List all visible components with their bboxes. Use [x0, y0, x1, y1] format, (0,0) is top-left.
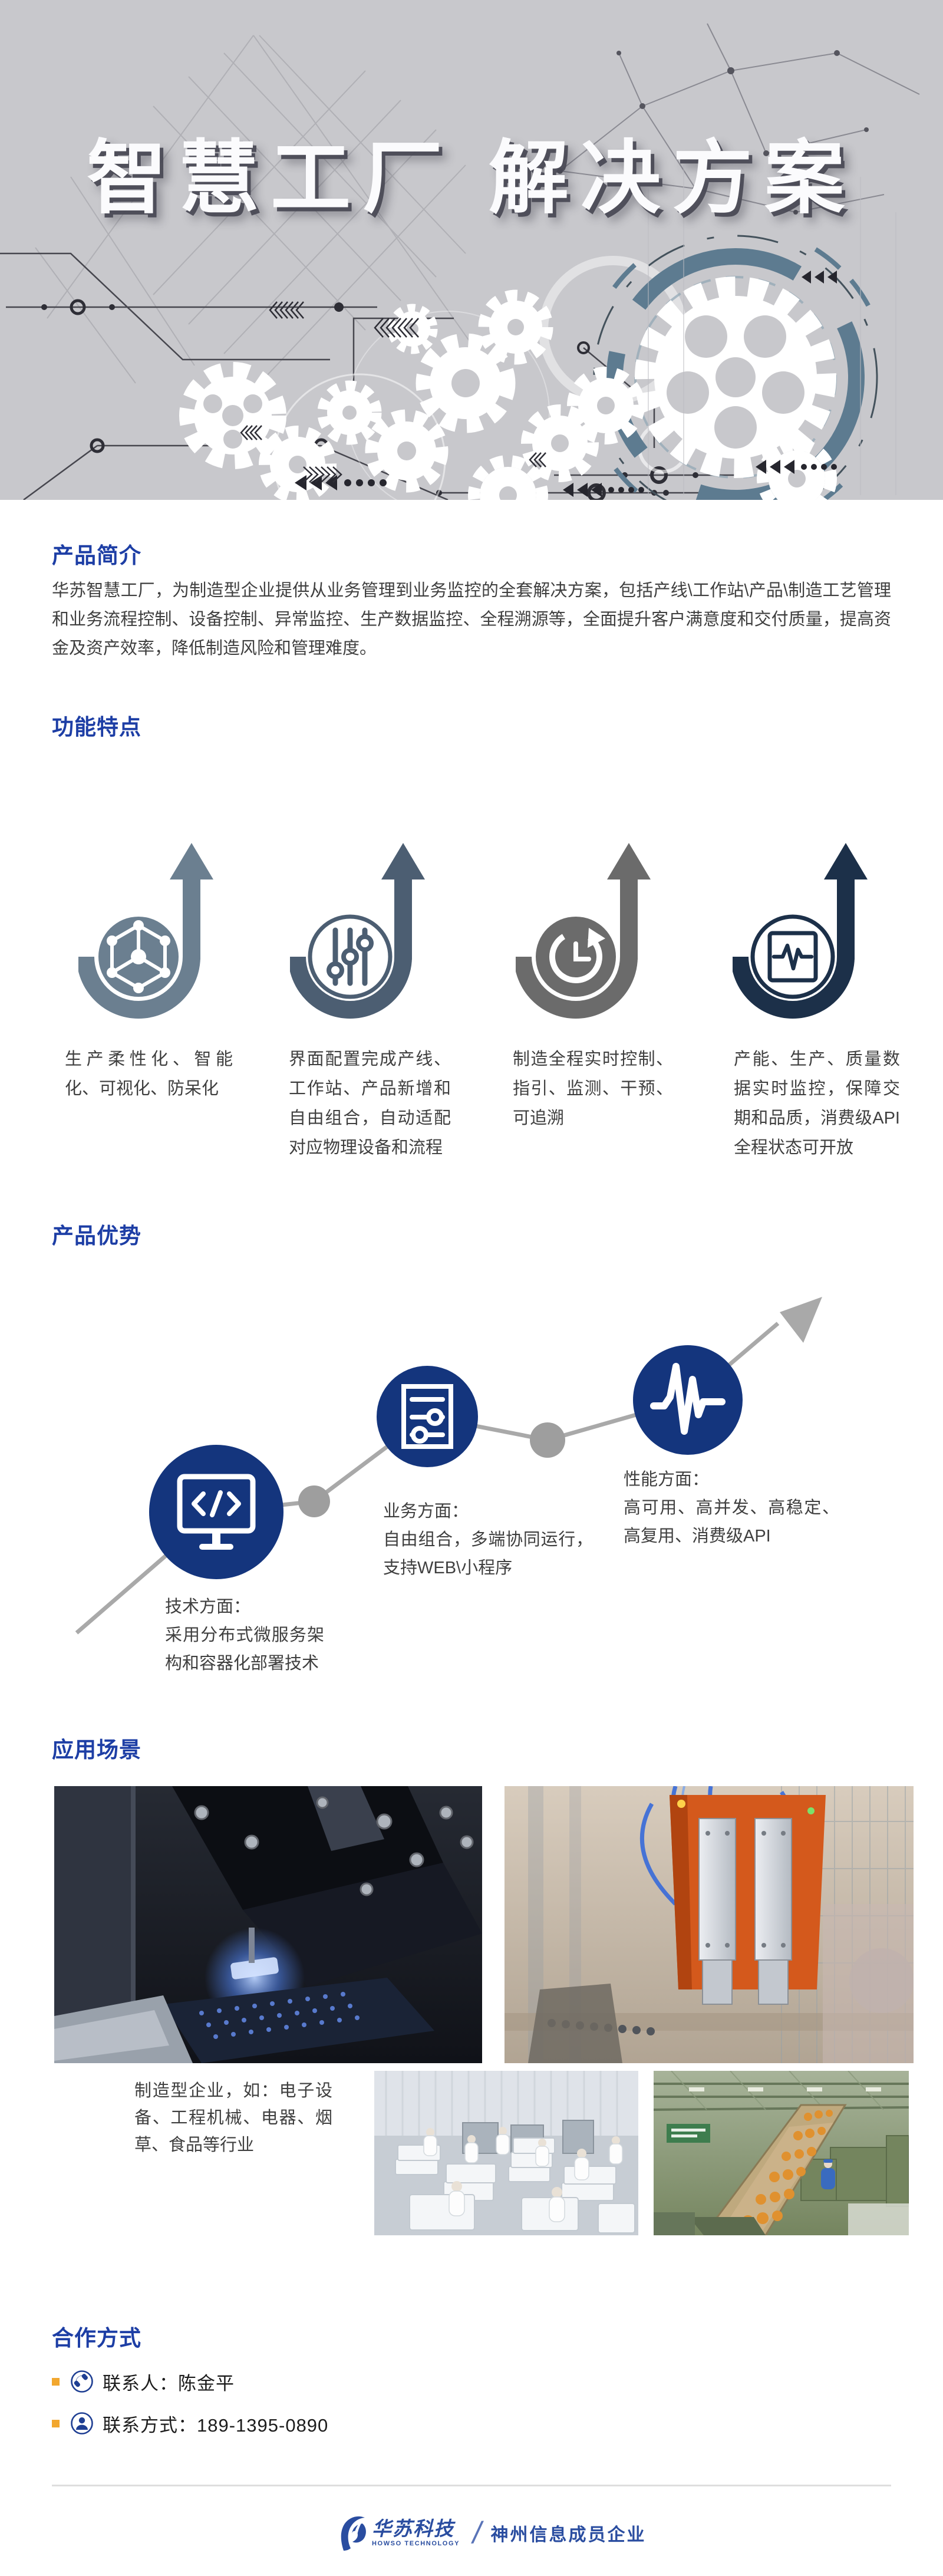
- banner-title: 智慧工厂 解决方案: [87, 133, 856, 223]
- section-heading-cooperation: 合作方式: [52, 2326, 141, 2350]
- footer-divider: [52, 2485, 891, 2486]
- advantage-tech-desc: 采用分布式微服务架构和容器化部署技术: [165, 1626, 324, 1673]
- photo-electronics-assembly: [54, 1786, 482, 2063]
- intro-paragraph: 华苏智慧工厂，为制造型企业提供从业务管理到业务监控的全套解决方案，包括产线\工作…: [52, 581, 891, 658]
- advantage-business: 业务方面： 自由组合，多端协同运行，支持WEB\小程序: [383, 1497, 593, 1582]
- logo-en-text: HOWSO TECHNOLOGY: [372, 2540, 460, 2547]
- logo-text-stack: 华苏科技 HOWSO TECHNOLOGY: [372, 2518, 460, 2548]
- orange-bullet-icon: [52, 2419, 60, 2427]
- contact-row-person: 联系人：陈金平: [52, 2369, 235, 2394]
- scenario-caption: 制造型企业，如：电子设备、工程机械、电器、烟草、食品等行业: [134, 2081, 332, 2155]
- advantages-diagram: [75, 1297, 822, 1635]
- mesh-lattice: [35, 35, 496, 384]
- large-gear: [635, 276, 836, 478]
- feature-text-4: 产能、生产、质量数据实时监控，保障交期和品质，消费级API全程状态可开放: [734, 1050, 900, 1157]
- sliders-icon: [290, 843, 425, 1019]
- worker-blue: [821, 2159, 835, 2189]
- chevron-marks: [240, 301, 546, 483]
- advantage-business-desc: 自由组合，多端协同运行，支持WEB\小程序: [383, 1530, 593, 1577]
- plexus-network: [557, 23, 920, 215]
- advantage-performance: 性能方面： 高可用、高并发、高稳定、高复用、消费级API: [624, 1465, 839, 1550]
- person-icon: [71, 2412, 93, 2435]
- history-clock-icon: [516, 843, 651, 1019]
- contact-row-number: 联系方式：189-1395-0890: [52, 2410, 328, 2436]
- banner-decoration-art: [0, 23, 920, 500]
- phone-icon: [71, 2370, 93, 2393]
- advantage-tech: 技术方面： 采用分布式微服务架构和容器化部署技术: [165, 1593, 324, 1678]
- photo-robot-gripper: [505, 1786, 914, 2063]
- footer: 华苏科技 HOWSO TECHNOLOGY / 神州信息成员企业: [339, 2510, 647, 2556]
- hero-banner: 智慧工厂 解决方案: [0, 0, 943, 500]
- cube-network-icon: [78, 843, 213, 1019]
- heartbeat-icon: [633, 1345, 743, 1455]
- gear-cluster: [179, 289, 837, 500]
- logo-cn-text: 华苏科技: [372, 2518, 454, 2539]
- diagram-dot-2: [530, 1422, 565, 1458]
- section-heading-advantages: 产品优势: [52, 1224, 141, 1248]
- control-panel-icon: [377, 1366, 478, 1467]
- section-heading-intro: 产品简介: [52, 543, 141, 568]
- advantage-performance-label: 性能方面：: [624, 1470, 710, 1489]
- photo-cleanroom-workers: [374, 2071, 638, 2235]
- contact-person-label: 联系人：陈金平: [103, 2373, 235, 2394]
- arrow-dot-clusters: [295, 271, 837, 497]
- photo-food-conveyor: [654, 2071, 909, 2235]
- feature-text-3: 制造全程实时控制、指引、监测、干预、可追溯: [513, 1050, 673, 1128]
- advantage-tech-label: 技术方面：: [165, 1597, 251, 1616]
- code-monitor-icon: [149, 1445, 283, 1579]
- orange-bullet-icon: [52, 2377, 60, 2386]
- member-enterprise-text: 神州信息成员企业: [490, 2525, 647, 2545]
- logo-slash-divider: /: [473, 2516, 482, 2550]
- contact-number-label: 联系方式：189-1395-0890: [103, 2414, 329, 2436]
- advantage-business-label: 业务方面：: [383, 1502, 469, 1521]
- vertical-guides: [648, 165, 896, 495]
- worker-figures: [423, 2127, 623, 2222]
- howso-logo-icon: [341, 2516, 366, 2551]
- pulse-monitor-icon: [733, 843, 868, 1019]
- diagram-dot-1: [298, 1485, 330, 1517]
- section-heading-scenarios: 应用场景: [52, 1738, 141, 1762]
- advantage-performance-desc: 高可用、高并发、高稳定、高复用、消费级API: [624, 1498, 839, 1546]
- feature-text-2: 界面配置完成产线、工作站、产品新增和自由组合，自动适配对应物理设备和流程: [289, 1050, 451, 1157]
- feature-text-1: 生产柔性化、智能化、可视化、防呆化: [65, 1050, 233, 1098]
- section-heading-features: 功能特点: [52, 715, 141, 739]
